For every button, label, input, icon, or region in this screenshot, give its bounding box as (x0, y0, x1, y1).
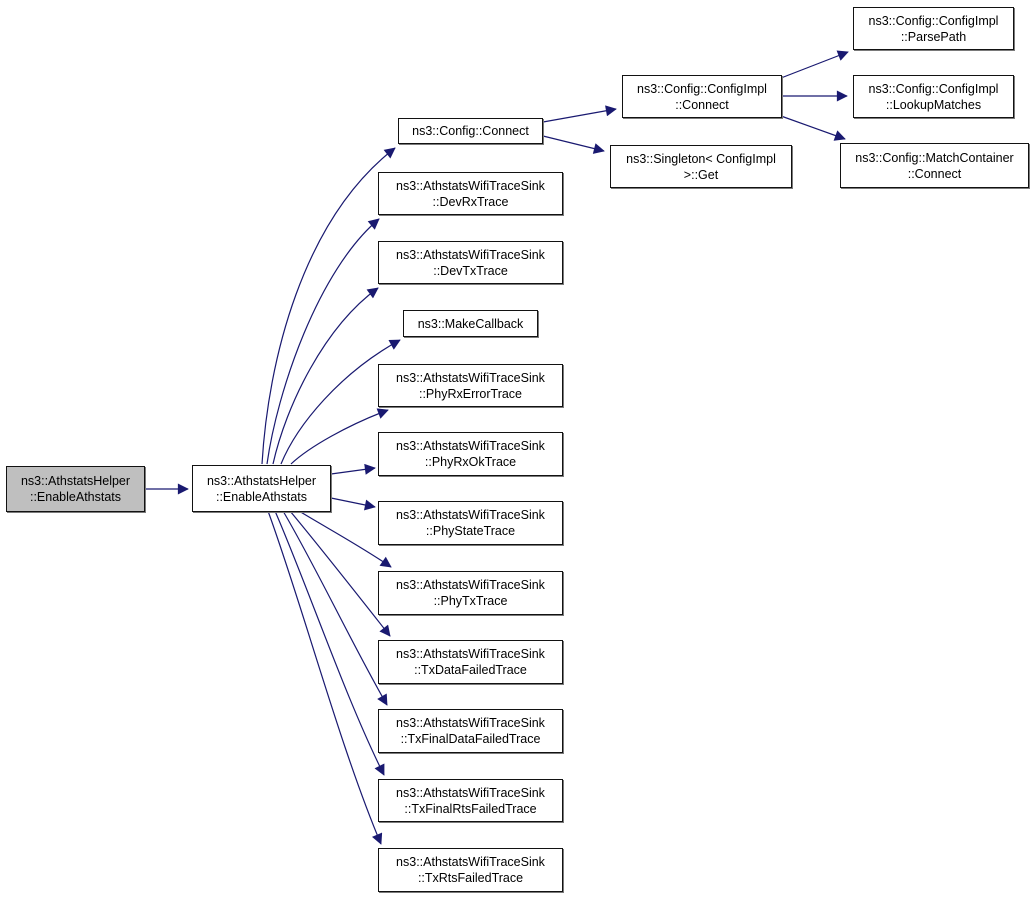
node-label-line2: ::TxDataFailedTrace (414, 663, 527, 677)
node-phy-state-trace[interactable]: ns3::AthstatsWifiTraceSink ::PhyStateTra… (378, 501, 563, 545)
node-label-line1: ns3::Config::ConfigImpl (868, 13, 999, 28)
edge-configimpl-connect-to-parsepath (780, 50, 849, 79)
node-label-line1: ns3::AthstatsWifiTraceSink (396, 716, 545, 730)
node-label-line2: ::DevTxTrace (433, 263, 508, 278)
node-configimpl-parsepath[interactable]: ns3::Config::ConfigImpl ::ParsePath (853, 7, 1014, 50)
node-label-line1: ns3::AthstatsWifiTraceSink (396, 247, 545, 262)
node-label-line2: ::LookupMatches (885, 97, 982, 112)
node-label-line1: ns3::Config::Connect (412, 124, 529, 138)
node-label-line2: ::TxFinalRtsFailedTrace (404, 801, 537, 816)
edge-enable-to-tx-final-rts-failed (274, 510, 385, 776)
node-configimpl-lookupmatches[interactable]: ns3::Config::ConfigImpl ::LookupMatches (853, 75, 1014, 118)
edge-enable-to-tx-rts-failed (267, 510, 383, 845)
edge-enable-to-phy-state-trace (330, 497, 376, 511)
node-phy-rx-ok-trace[interactable]: ns3::AthstatsWifiTraceSink ::PhyRxOkTrac… (378, 432, 563, 476)
node-label-line1: ns3::AthstatsHelper (20, 474, 131, 488)
edge-enable-to-dev-rx-trace (266, 218, 380, 465)
node-label-line1: ns3::AthstatsWifiTraceSink (396, 785, 545, 800)
node-label-line2: ::ParsePath (900, 29, 967, 44)
edge-enable-to-tx-data-failed (289, 510, 391, 637)
edge-enable-to-phy-tx-trace (298, 510, 392, 568)
node-label-line2: ::PhyStateTrace (425, 524, 516, 538)
node-make-callback[interactable]: ns3::MakeCallback (403, 310, 538, 337)
edge-enable-to-tx-final-data-failed (282, 510, 388, 706)
node-label-line2: ::TxRtsFailedTrace (417, 871, 524, 885)
node-label-line2: ::PhyTxTrace (433, 594, 508, 608)
node-label-line1: ns3::AthstatsWifiTraceSink (396, 647, 545, 661)
node-dev-tx-trace[interactable]: ns3::AthstatsWifiTraceSink ::DevTxTrace (378, 241, 563, 284)
node-label-line2: ::Connect (675, 97, 729, 112)
node-label-line2: ::Connect (907, 166, 962, 181)
node-enable-athstats-caller[interactable]: ns3::AthstatsHelper ::EnableAthstats (6, 466, 145, 512)
edge-enable-to-phy-rx-error-trace (290, 408, 389, 465)
node-label-line2: ::PhyRxOkTrace (424, 455, 517, 469)
node-label-line1: ns3::AthstatsWifiTraceSink (396, 578, 545, 592)
node-label-line2: ::EnableAthstats (29, 490, 122, 504)
edge-enable-to-make-callback (280, 339, 401, 465)
edge-config-connect-to-configimpl-connect (542, 105, 617, 123)
node-tx-final-rts-failed-trace[interactable]: ns3::AthstatsWifiTraceSink ::TxFinalRtsF… (378, 779, 563, 822)
node-label-line2: ::DevRxTrace (432, 194, 509, 209)
node-phy-rx-error-trace[interactable]: ns3::AthstatsWifiTraceSink ::PhyRxErrorT… (378, 364, 563, 407)
node-dev-rx-trace[interactable]: ns3::AthstatsWifiTraceSink ::DevRxTrace (378, 172, 563, 215)
node-tx-rts-failed-trace[interactable]: ns3::AthstatsWifiTraceSink ::TxRtsFailed… (378, 848, 563, 892)
node-singleton-configimpl-get[interactable]: ns3::Singleton< ConfigImpl >::Get (610, 145, 792, 188)
node-enable-athstats[interactable]: ns3::AthstatsHelper ::EnableAthstats (192, 465, 331, 512)
node-config-connect[interactable]: ns3::Config::Connect (398, 118, 543, 144)
node-label-line1: ns3::MakeCallback (417, 316, 524, 331)
node-label-line1: ns3::Config::MatchContainer (855, 150, 1014, 165)
node-phy-tx-trace[interactable]: ns3::AthstatsWifiTraceSink ::PhyTxTrace (378, 571, 563, 615)
node-label-line2: ::PhyRxErrorTrace (418, 386, 523, 401)
node-tx-data-failed-trace[interactable]: ns3::AthstatsWifiTraceSink ::TxDataFaile… (378, 640, 563, 684)
node-label-line1: ns3::AthstatsWifiTraceSink (396, 439, 545, 453)
node-label-line1: ns3::AthstatsWifiTraceSink (396, 508, 545, 522)
node-tx-final-data-failed-trace[interactable]: ns3::AthstatsWifiTraceSink ::TxFinalData… (378, 709, 563, 753)
node-label-line1: ns3::Config::ConfigImpl (868, 81, 999, 96)
node-configimpl-connect[interactable]: ns3::Config::ConfigImpl ::Connect (622, 75, 782, 118)
edge-config-connect-to-singleton-get (542, 135, 605, 154)
node-label-line1: ns3::Singleton< ConfigImpl (626, 151, 776, 166)
node-label-line1: ns3::AthstatsWifiTraceSink (396, 855, 545, 869)
edge-configimpl-connect-to-matchcontainer (780, 115, 846, 141)
node-label-line1: ns3::AthstatsWifiTraceSink (396, 178, 545, 193)
node-matchcontainer-connect[interactable]: ns3::Config::MatchContainer ::Connect (840, 143, 1029, 188)
node-label-line1: ns3::Config::ConfigImpl (637, 81, 767, 96)
node-label-line2: ::TxFinalDataFailedTrace (400, 732, 541, 746)
node-label-line2: >::Get (683, 167, 719, 182)
node-label-line2: ::EnableAthstats (215, 489, 308, 504)
edge-enable-to-dev-tx-trace (272, 287, 379, 465)
edge-enable-to-config-connect (261, 147, 396, 465)
node-label-line1: ns3::AthstatsWifiTraceSink (396, 370, 545, 385)
node-label-line1: ns3::AthstatsHelper (206, 473, 317, 488)
edge-enable-to-phy-rx-ok-trace (330, 463, 376, 475)
